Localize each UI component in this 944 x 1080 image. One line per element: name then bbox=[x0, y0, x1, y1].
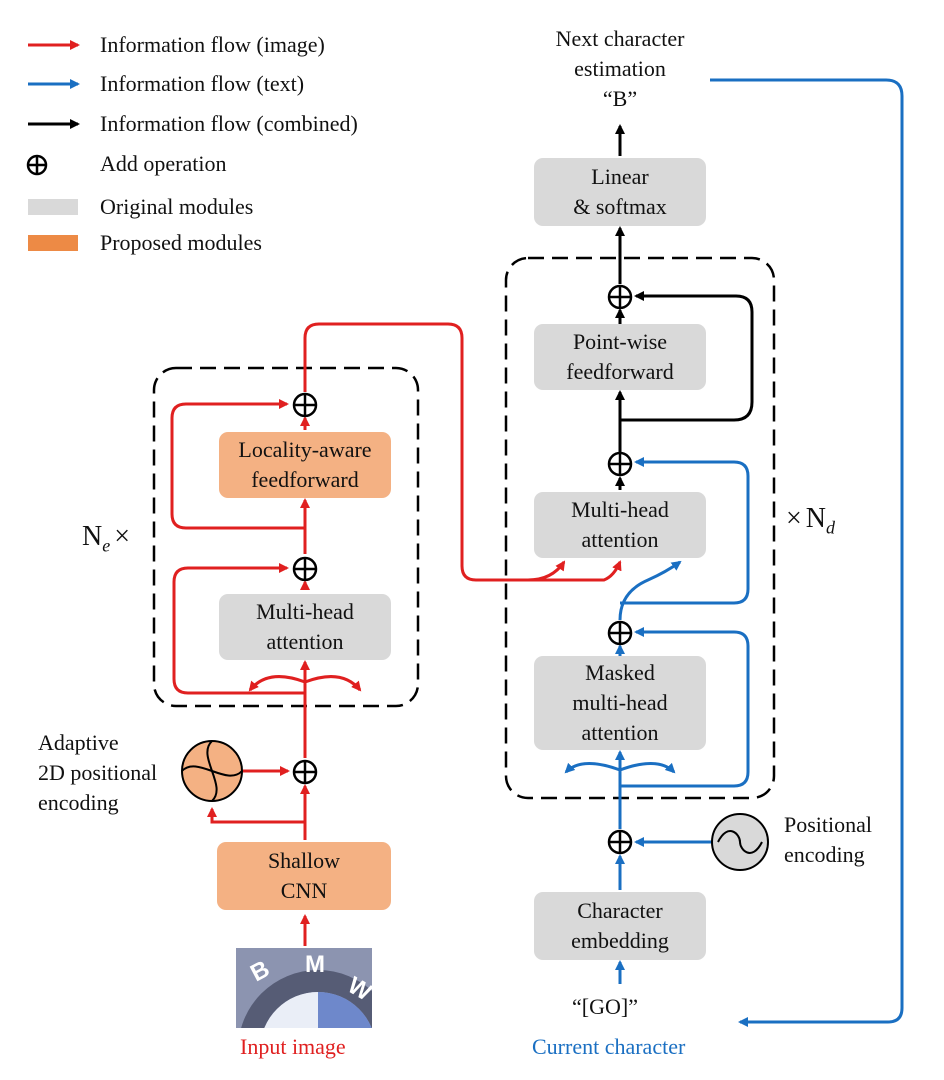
dec-repeat-times: × bbox=[786, 503, 802, 534]
decoder-stack-box bbox=[504, 256, 776, 800]
legend-combined-flow: Information flow (combined) bbox=[100, 111, 358, 136]
image-letter-2: M bbox=[305, 951, 325, 978]
decoder-add-mha-icon bbox=[607, 451, 633, 477]
linear-line2: & softmax bbox=[573, 194, 667, 219]
current-character-label: Current character bbox=[532, 1034, 686, 1059]
dec-mha-line1: Multi-head bbox=[571, 497, 669, 522]
adaptive-line2: 2D positional bbox=[38, 760, 158, 785]
adaptive-line3: encoding bbox=[38, 790, 119, 815]
decoder-combined-flow bbox=[615, 124, 754, 490]
input-image bbox=[236, 948, 372, 1028]
linear-softmax-module: Linear & softmax bbox=[534, 158, 706, 226]
enc-mha-line1: Multi-head bbox=[256, 599, 354, 624]
legend-arrows bbox=[26, 40, 80, 251]
positional-encoding-icon bbox=[711, 813, 769, 871]
pos-line1: Positional bbox=[784, 812, 873, 837]
next-character-label: Next character estimation “B” bbox=[520, 24, 720, 114]
decoder-add-pos-icon bbox=[607, 829, 633, 855]
encoder-repeat-label: Ne× bbox=[82, 522, 130, 561]
encoder-flow bbox=[170, 322, 622, 946]
encoder-add-mid-icon bbox=[292, 556, 318, 582]
decoder-repeat-label: ×Nd bbox=[786, 504, 835, 543]
encoder-add-top-icon bbox=[292, 392, 318, 418]
decoder-add-masked-icon bbox=[607, 620, 633, 646]
legend-original-swatch bbox=[28, 199, 78, 215]
decoder-text-flow bbox=[564, 78, 904, 1027]
locality-aware-feedforward-module: Locality-aware feedforward bbox=[219, 432, 391, 498]
pw-line1: Point-wise bbox=[572, 329, 668, 354]
enc-repeat-n: N bbox=[82, 521, 103, 552]
masked-line2: multi-head bbox=[572, 690, 668, 715]
legend-original-modules: Original modules bbox=[100, 194, 254, 219]
masked-line3: attention bbox=[581, 720, 659, 745]
legend-text-flow: Information flow (text) bbox=[100, 71, 305, 96]
next-line2: estimation bbox=[574, 56, 666, 81]
next-line1: Next character bbox=[555, 26, 685, 51]
character-embedding-module: Character embedding bbox=[534, 892, 706, 960]
encoder-multi-head-attention-module: Multi-head attention bbox=[219, 594, 391, 660]
decoder-add-top-icon bbox=[607, 284, 633, 310]
embed-line1: Character bbox=[577, 898, 663, 923]
enc-repeat-times: × bbox=[114, 521, 131, 552]
cnn-line1: Shallow bbox=[267, 848, 341, 873]
enc-mha-line2: attention bbox=[266, 629, 344, 654]
embed-line2: embedding bbox=[571, 928, 669, 953]
legend-image-flow: Information flow (image) bbox=[100, 32, 325, 57]
input-image-label: Input image bbox=[240, 1034, 346, 1059]
legend-add-operation: Add operation bbox=[100, 151, 227, 176]
cnn-line2: CNN bbox=[280, 878, 328, 903]
legend-proposed-swatch bbox=[28, 235, 78, 251]
pw-line2: feedforward bbox=[566, 359, 674, 384]
ff-label-line2: feedforward bbox=[251, 467, 359, 492]
adaptive-line1: Adaptive bbox=[38, 730, 119, 755]
pointwise-feedforward-module: Point-wise feedforward bbox=[534, 324, 706, 390]
ff-label-line1: Locality-aware bbox=[238, 437, 372, 462]
linear-line1: Linear bbox=[591, 164, 649, 189]
enc-repeat-sub: e bbox=[102, 535, 111, 556]
dec-repeat-n: N bbox=[805, 503, 827, 534]
masked-line1: Masked bbox=[585, 660, 655, 685]
masked-multi-head-attention-module: Masked multi-head attention bbox=[534, 656, 706, 750]
positional-encoding-label: Positional encoding bbox=[784, 810, 872, 870]
decoder-multi-head-attention-module: Multi-head attention bbox=[534, 492, 706, 558]
dec-repeat-sub: d bbox=[826, 517, 836, 538]
next-char: “B” bbox=[602, 86, 638, 111]
adaptive-encoding-label: Adaptive 2D positional encoding bbox=[38, 728, 157, 818]
legend-proposed-modules: Proposed modules bbox=[100, 230, 262, 255]
go-token-label: “[GO]” bbox=[572, 994, 638, 1019]
encoder-stack-box bbox=[152, 366, 420, 708]
adaptive-positional-encoding-icon bbox=[181, 740, 243, 802]
encoder-add-pos-icon bbox=[292, 759, 318, 785]
dec-mha-line2: attention bbox=[581, 527, 659, 552]
legend-add-icon bbox=[26, 154, 48, 176]
pos-line2: encoding bbox=[784, 842, 865, 867]
